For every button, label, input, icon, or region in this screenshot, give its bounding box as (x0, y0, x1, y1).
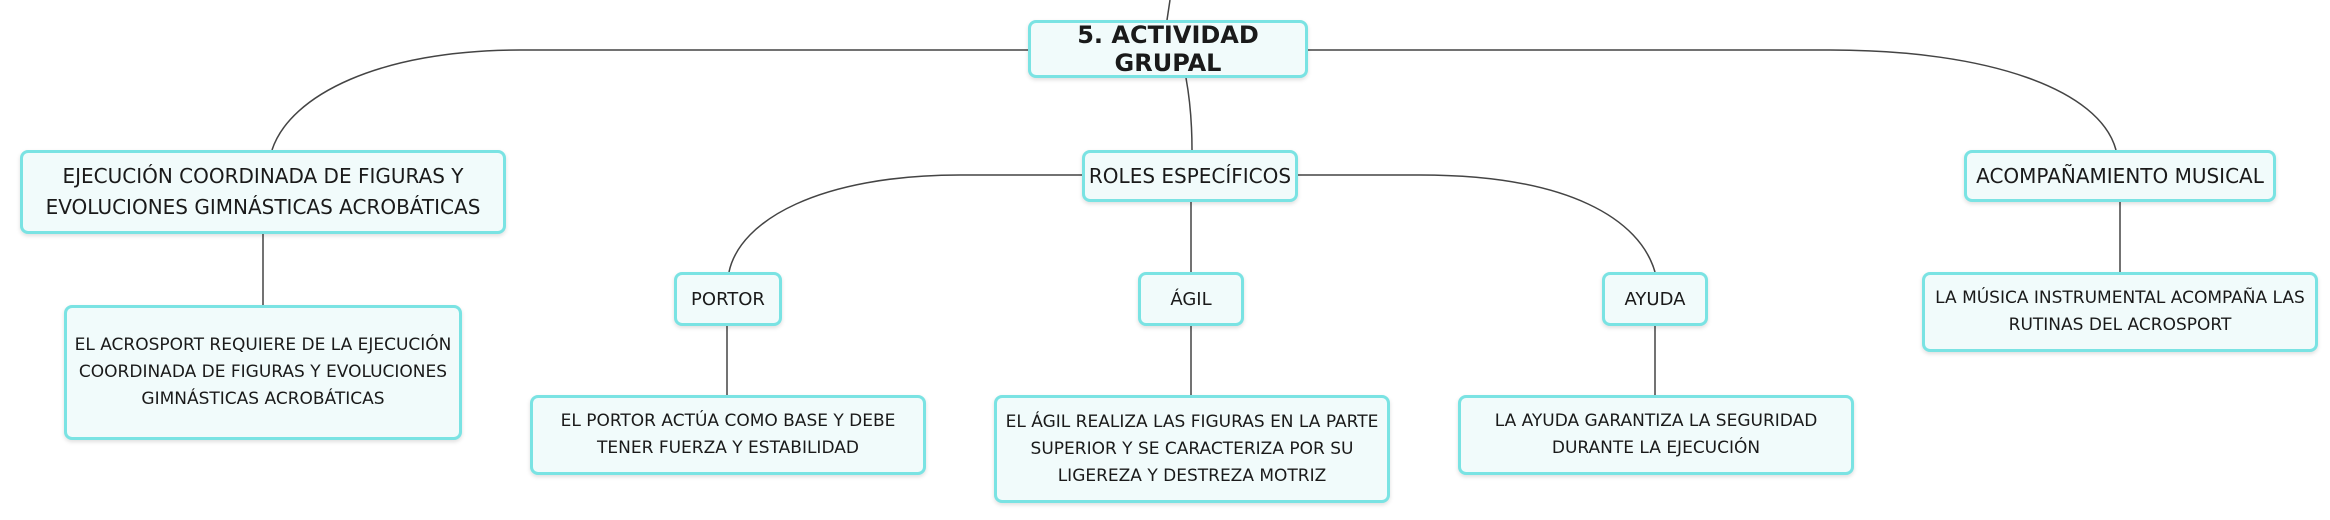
topic-portor[interactable]: PORTOR (674, 272, 782, 326)
topic-portor-label: PORTOR (691, 288, 765, 310)
detail-ayuda[interactable]: LA AYUDA GARANTIZA LA SEGURIDAD DURANTE … (1458, 395, 1854, 475)
topic-ayuda[interactable]: AYUDA (1602, 272, 1708, 326)
connector-root-ejecucion (271, 49, 1028, 151)
root-topic[interactable]: 5. ACTIVIDAD GRUPAL (1028, 20, 1308, 78)
topic-musica[interactable]: ACOMPAÑAMIENTO MUSICAL (1964, 150, 2276, 202)
topic-agil-label: ÁGIL (1170, 288, 1212, 310)
detail-ayuda-text: LA AYUDA GARANTIZA LA SEGURIDAD DURANTE … (1494, 411, 1818, 458)
connector-roles-portor (728, 174, 1082, 273)
topic-ejecucion[interactable]: EJECUCIÓN COORDINADA DE FIGURAS Y EVOLUC… (20, 150, 506, 234)
connector-roles-ayuda (1298, 174, 1656, 273)
detail-musica[interactable]: LA MÚSICA INSTRUMENTAL ACOMPAÑA LAS RUTI… (1922, 272, 2318, 352)
detail-agil-text: EL ÁGIL REALIZA LAS FIGURAS EN LA PARTE … (1005, 411, 1379, 486)
detail-ejecucion[interactable]: EL ACROSPORT REQUIERE DE LA EJECUCIÓN CO… (64, 305, 462, 440)
root-topic-label: 5. ACTIVIDAD GRUPAL (1077, 21, 1259, 77)
topic-agil[interactable]: ÁGIL (1138, 272, 1244, 326)
detail-agil[interactable]: EL ÁGIL REALIZA LAS FIGURAS EN LA PARTE … (994, 395, 1390, 503)
topic-musica-label: ACOMPAÑAMIENTO MUSICAL (1976, 163, 2264, 188)
connector-parent-root (1166, 0, 1171, 21)
topic-ayuda-label: AYUDA (1624, 288, 1686, 310)
detail-ejecucion-text: EL ACROSPORT REQUIERE DE LA EJECUCIÓN CO… (74, 335, 452, 409)
topic-roles-label: ROLES ESPECÍFICOS (1088, 163, 1292, 188)
detail-portor-text: EL PORTOR ACTÚA COMO BASE Y DEBE TENER F… (560, 411, 896, 458)
connector-root-roles (1185, 77, 1193, 151)
topic-roles[interactable]: ROLES ESPECÍFICOS (1082, 150, 1298, 202)
connector-root-musica (1308, 49, 2117, 151)
topic-ejecucion-label: EJECUCIÓN COORDINADA DE FIGURAS Y EVOLUC… (45, 164, 481, 219)
detail-portor[interactable]: EL PORTOR ACTÚA COMO BASE Y DEBE TENER F… (530, 395, 926, 475)
detail-musica-text: LA MÚSICA INSTRUMENTAL ACOMPAÑA LAS RUTI… (1935, 288, 2305, 335)
